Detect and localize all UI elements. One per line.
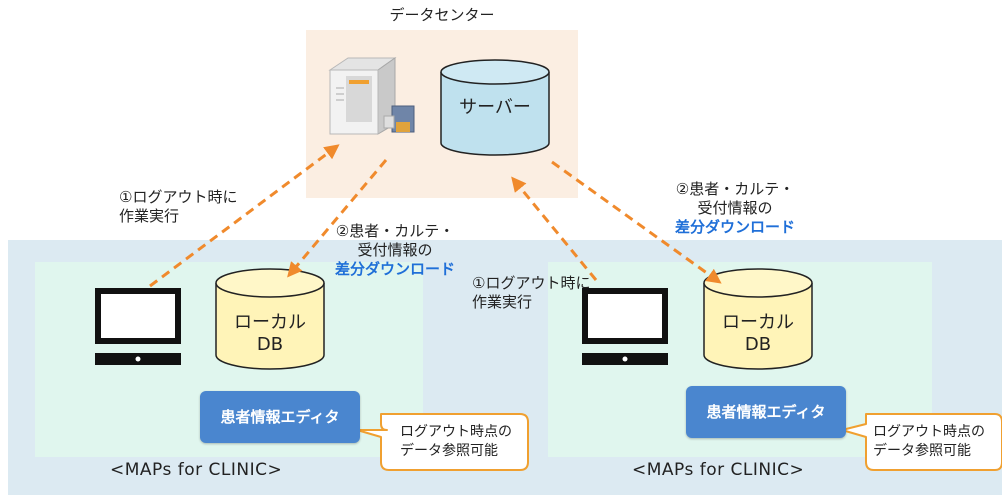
server-database [440, 59, 550, 156]
clinic-caption-left: <MAPs for CLINIC> [110, 460, 283, 480]
local-db-label-left: ローカル DB [234, 312, 306, 355]
arrow-left-upload [149, 144, 340, 288]
local-db-label-right: ローカル DB [722, 312, 794, 355]
local-database-right [703, 268, 813, 370]
local-database-left [215, 268, 325, 370]
label-right-download: ②患者・カルテ・ 受付情報の 差分ダウンロード [674, 180, 795, 236]
monitor-icon-right [582, 288, 668, 365]
label-left-download: ②患者・カルテ・ 受付情報の 差分ダウンロード [334, 222, 455, 278]
arrow-right-upload [511, 176, 598, 281]
datacenter-title: データセンター [389, 6, 495, 24]
server-label: サーバー [459, 97, 531, 118]
monitor-icon-left [95, 288, 181, 365]
arrow-left-download [287, 159, 388, 278]
callout-bubble-left [356, 413, 529, 471]
arrow-right-download [551, 160, 722, 284]
patient-info-editor-button-left[interactable]: 患者情報エディタ [200, 391, 360, 443]
clinic-caption-right: <MAPs for CLINIC> [632, 460, 805, 480]
patient-info-editor-button-right[interactable]: 患者情報エディタ [686, 386, 846, 438]
label-right-upload: ①ログアウト時に 作業実行 [472, 274, 591, 311]
label-left-upload: ①ログアウト時に 作業実行 [119, 188, 238, 225]
server-rack-icon [328, 57, 415, 135]
callout-text-left: ログアウト時点の データ参照可能 [400, 424, 512, 459]
callout-bubble-right [841, 413, 1002, 471]
callout-text-right: ログアウト時点の データ参照可能 [873, 424, 985, 459]
